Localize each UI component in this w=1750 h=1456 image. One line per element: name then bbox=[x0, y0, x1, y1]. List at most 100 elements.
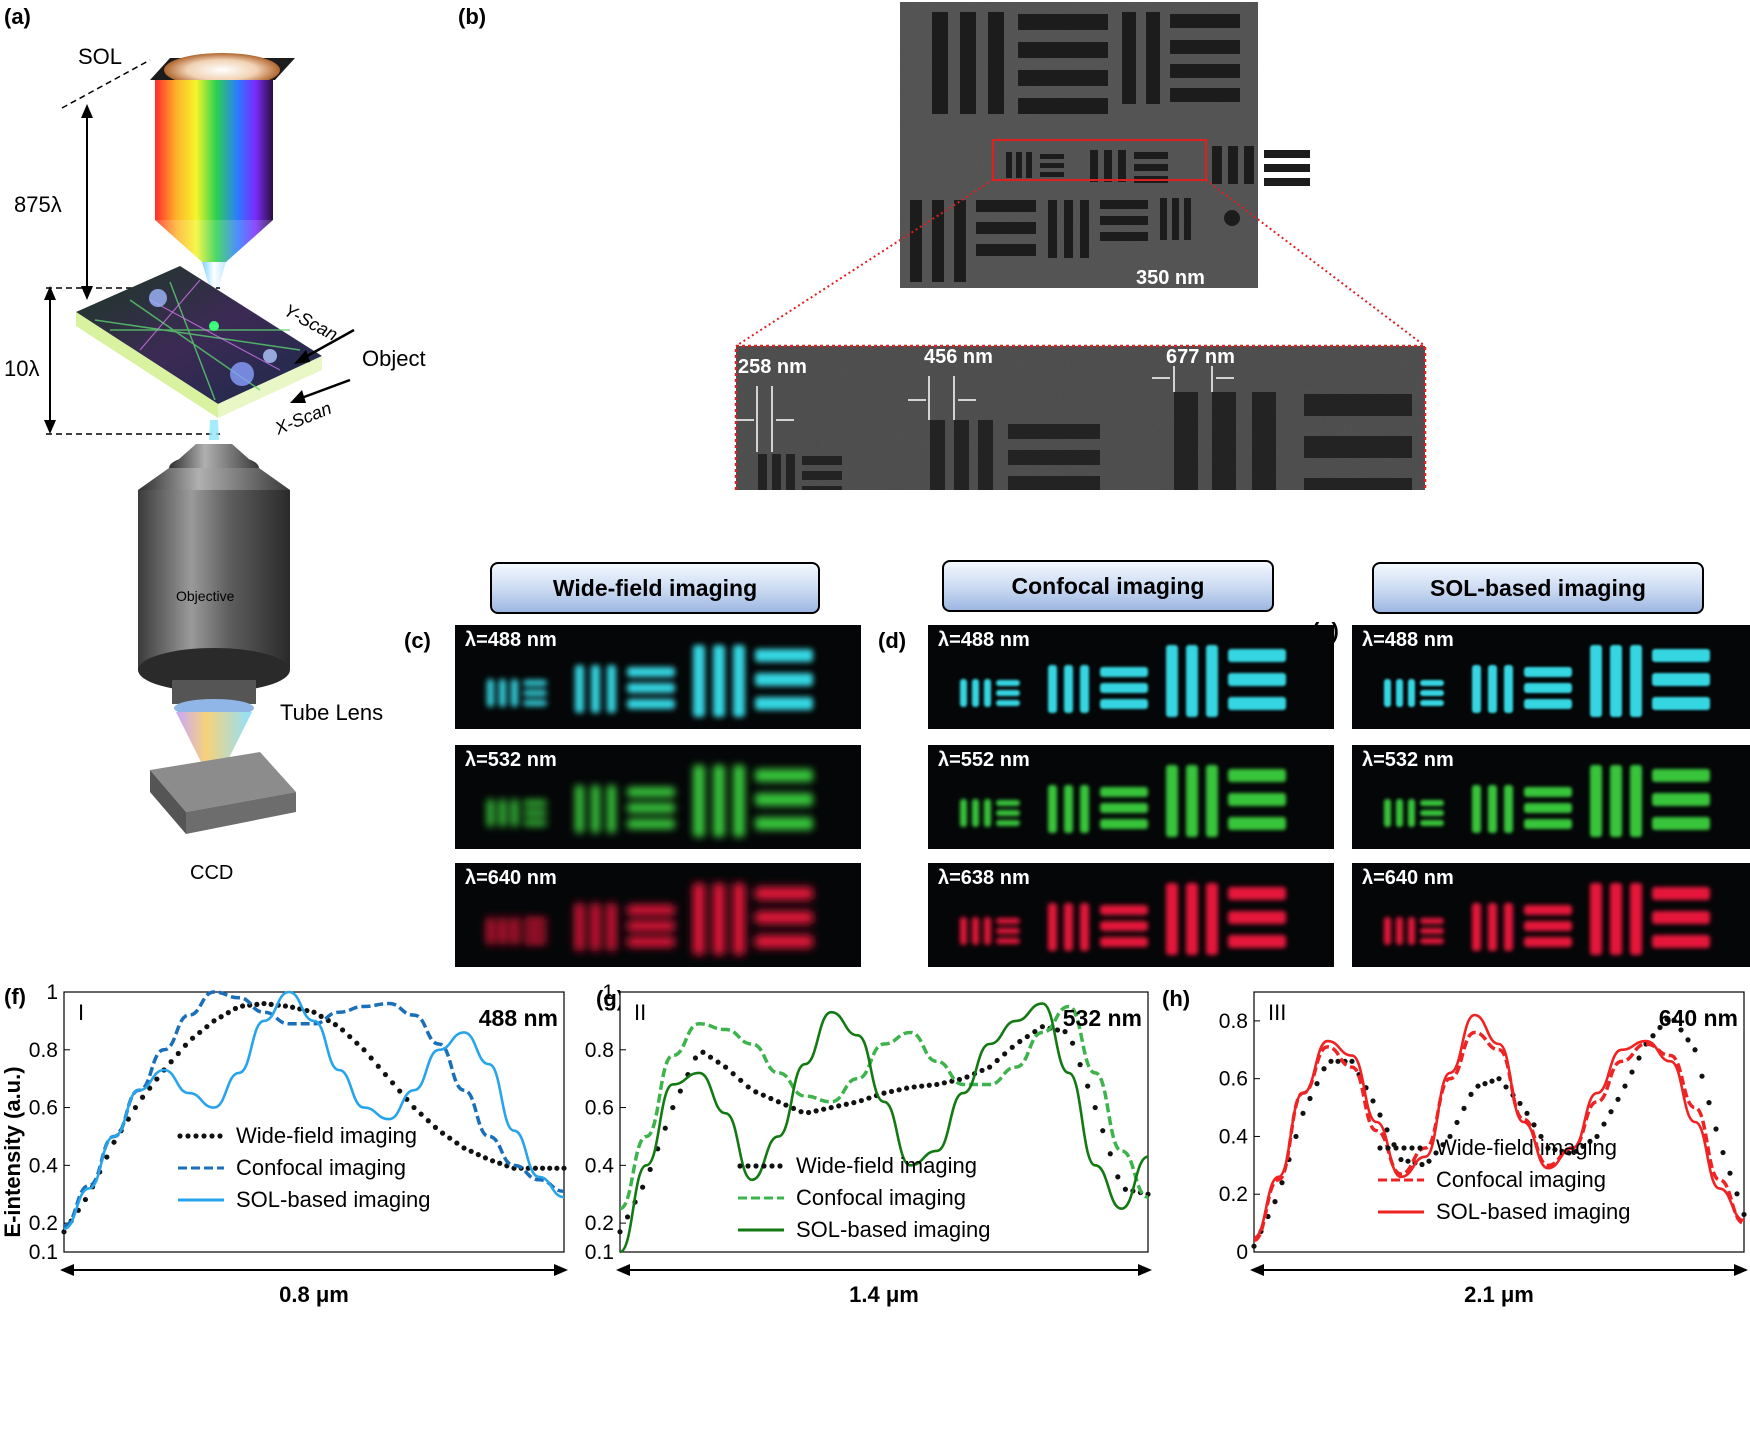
plot-wavelength-label: 640 nm bbox=[1659, 1005, 1738, 1031]
ccd-front bbox=[186, 792, 296, 834]
cell-3 bbox=[263, 349, 277, 363]
legend-marker-wide bbox=[209, 1133, 215, 1139]
strip-pattern bbox=[960, 645, 1286, 717]
series-point-wide-field bbox=[1321, 1066, 1327, 1072]
strip-bars bbox=[960, 883, 1286, 955]
zoom-width-258: 258 nm bbox=[738, 356, 807, 378]
strip-col1-row2: λ=638 nm bbox=[928, 863, 1334, 967]
plot-roman-label: III bbox=[1268, 1000, 1286, 1025]
series-point-wide-field bbox=[339, 1027, 346, 1033]
legend-entry: SOL-based imaging bbox=[1436, 1199, 1630, 1224]
zoom-width-456: 456 nm bbox=[924, 346, 993, 368]
x-extent-label: 1.4 μm bbox=[849, 1282, 919, 1307]
series-point-wide-field bbox=[282, 1003, 289, 1009]
series-point-wide-field bbox=[1085, 1083, 1091, 1089]
y-tick-label: 0.4 bbox=[1219, 1125, 1249, 1148]
wavelength-label: λ=488 nm bbox=[938, 629, 1030, 651]
series-point-wide-field bbox=[82, 1196, 89, 1203]
series-point-wide-field bbox=[1713, 1126, 1719, 1132]
strip-bars bbox=[960, 645, 1286, 717]
zoom-image bbox=[736, 346, 1425, 490]
series-point-wide-field bbox=[261, 1000, 267, 1007]
strip-pattern bbox=[1384, 765, 1710, 837]
series-point-wide-field bbox=[204, 1024, 210, 1030]
objective-label: Objective bbox=[176, 588, 235, 604]
sem-bars-top bbox=[932, 12, 1240, 114]
series-point-wide-field bbox=[987, 1064, 993, 1070]
series-point-wide-field bbox=[1251, 1243, 1257, 1249]
series-point-wide-field bbox=[375, 1063, 381, 1069]
series-point-wide-field bbox=[926, 1082, 932, 1088]
y-scan-arrow bbox=[299, 328, 355, 362]
legend-marker-wide bbox=[201, 1133, 207, 1139]
header-wide-field: Wide-field imaging bbox=[490, 562, 820, 614]
tube-lens-label: Tube Lens bbox=[280, 700, 384, 725]
sol-body bbox=[155, 80, 273, 220]
series-point-wide-field bbox=[232, 1005, 239, 1012]
sem-scale-label: 350 nm bbox=[1136, 267, 1205, 289]
beam-down bbox=[209, 420, 219, 440]
series-point-wide-field bbox=[1447, 1133, 1453, 1140]
series-point-wide-field bbox=[1115, 1174, 1121, 1180]
series-point-wide-field bbox=[813, 1108, 819, 1114]
series-point-wide-field bbox=[904, 1085, 910, 1091]
series-point-wide-field bbox=[354, 1040, 360, 1046]
series-point-wide-field bbox=[911, 1084, 917, 1090]
ccd-left bbox=[150, 770, 186, 834]
series-point-wide-field bbox=[268, 1001, 274, 1007]
arrow-down bbox=[81, 286, 93, 300]
y-tick-label: 0.2 bbox=[585, 1212, 614, 1235]
series-point-wide-field bbox=[888, 1088, 895, 1095]
series-point-wide-field bbox=[843, 1101, 849, 1107]
strip-col0-row1: λ=532 nm bbox=[455, 745, 861, 849]
series-point-wide-field bbox=[361, 1047, 367, 1053]
series-point-wide-field bbox=[1538, 1133, 1544, 1140]
legend-marker-wide bbox=[761, 1163, 767, 1169]
zoom-group-II bbox=[930, 420, 1100, 490]
series-line-sol bbox=[63, 990, 565, 1231]
strip-bars bbox=[1384, 765, 1710, 837]
series-point-wide-field bbox=[418, 1111, 424, 1117]
series-point-wide-field bbox=[397, 1088, 403, 1094]
strip-pattern bbox=[960, 765, 1286, 837]
series-point-wide-field bbox=[745, 1084, 751, 1090]
series-point-wide-field bbox=[154, 1076, 160, 1082]
series-point-wide-field bbox=[1545, 1145, 1551, 1151]
series-point-wide-field bbox=[994, 1057, 1000, 1064]
y-tick-label: 1 bbox=[46, 981, 58, 1004]
series-point-wide-field bbox=[1145, 1191, 1151, 1197]
x-extent-arrow-right bbox=[554, 1264, 568, 1276]
strip-col1-row1: λ=552 nm bbox=[928, 745, 1334, 849]
series-point-wide-field bbox=[239, 1003, 246, 1009]
arrow-up bbox=[81, 104, 93, 118]
zoom-group-II-label: II bbox=[1002, 504, 1017, 529]
sem-scale-bar bbox=[1138, 292, 1144, 298]
strip-pattern bbox=[1384, 645, 1710, 717]
strip-bars bbox=[960, 765, 1286, 837]
series-point-wide-field bbox=[1636, 1055, 1642, 1061]
series-point-wide-field bbox=[1279, 1180, 1285, 1186]
wavelength-label: λ=640 nm bbox=[1362, 867, 1454, 889]
series-point-wide-field bbox=[1629, 1069, 1635, 1075]
series-point-wide-field bbox=[964, 1074, 970, 1080]
x-extent-arrow-right bbox=[1734, 1264, 1748, 1276]
series-point-wide-field bbox=[647, 1166, 653, 1173]
series-point-wide-field bbox=[1405, 1158, 1411, 1164]
y-tick-label: 0.2 bbox=[1219, 1183, 1248, 1206]
legend-marker-wide bbox=[1377, 1145, 1383, 1151]
y-tick-label: 0.6 bbox=[1219, 1068, 1248, 1091]
series-point-wide-field bbox=[1398, 1156, 1404, 1163]
neuron-fibers bbox=[94, 281, 301, 401]
series-point-wide-field bbox=[439, 1130, 446, 1136]
series-point-wide-field bbox=[189, 1035, 196, 1041]
series-point-wide-field bbox=[1608, 1109, 1614, 1115]
series-point-wide-field bbox=[425, 1118, 431, 1124]
legend-marker-wide bbox=[737, 1163, 743, 1169]
x-scan-head bbox=[290, 390, 306, 403]
legend-entry: SOL-based imaging bbox=[796, 1217, 990, 1242]
x-extent-arrow-right bbox=[1138, 1264, 1152, 1276]
series-line-sol bbox=[1253, 1013, 1745, 1239]
series-point-wide-field bbox=[1678, 1027, 1684, 1033]
series-point-wide-field bbox=[197, 1029, 203, 1036]
